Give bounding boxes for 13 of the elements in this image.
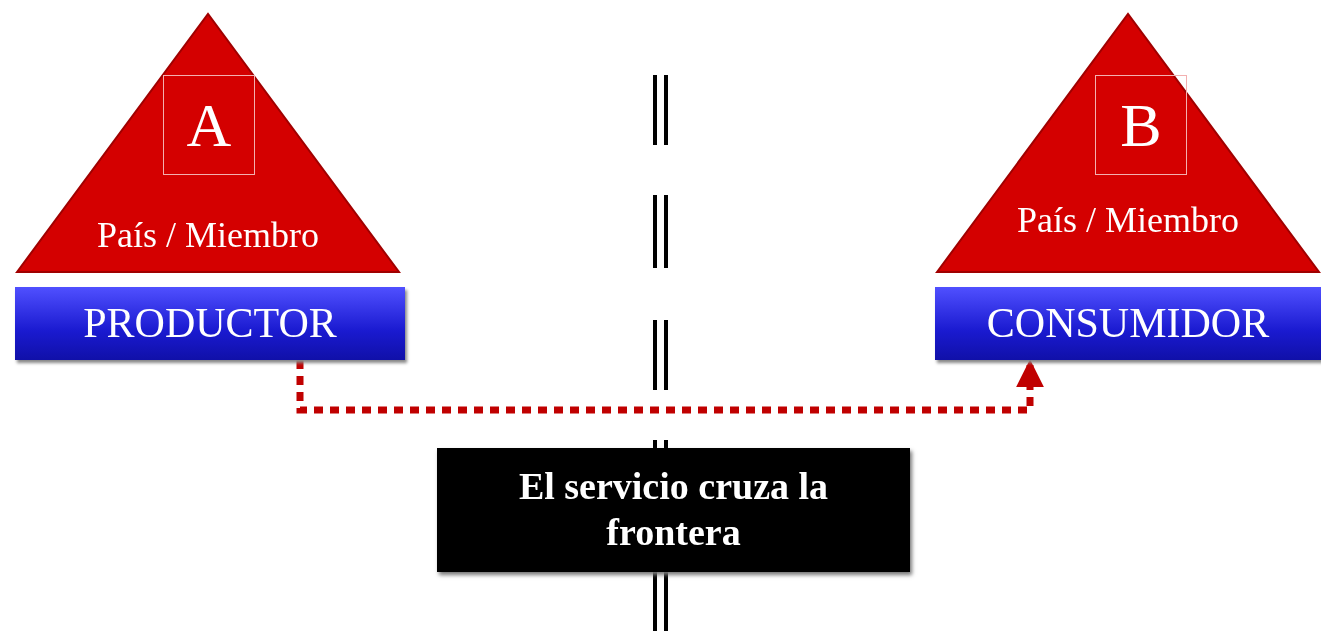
- node-label: CONSUMIDOR: [986, 299, 1270, 349]
- node-label: País / Miembro: [1016, 202, 1240, 238]
- node-letter: B: [1095, 75, 1187, 175]
- node-label: PRODUCTOR: [83, 299, 337, 349]
- triangle-node: [15, 12, 401, 274]
- role-bar: [935, 287, 1321, 360]
- dotted-arrow: [296, 359, 1044, 414]
- node-label: El servicio cruza la frontera: [517, 464, 830, 555]
- role-bar: [15, 287, 405, 360]
- triangle-node: [935, 12, 1321, 274]
- node-label: País / Miembro: [96, 217, 320, 253]
- text-box: [437, 448, 910, 572]
- node-letter: A: [163, 75, 255, 175]
